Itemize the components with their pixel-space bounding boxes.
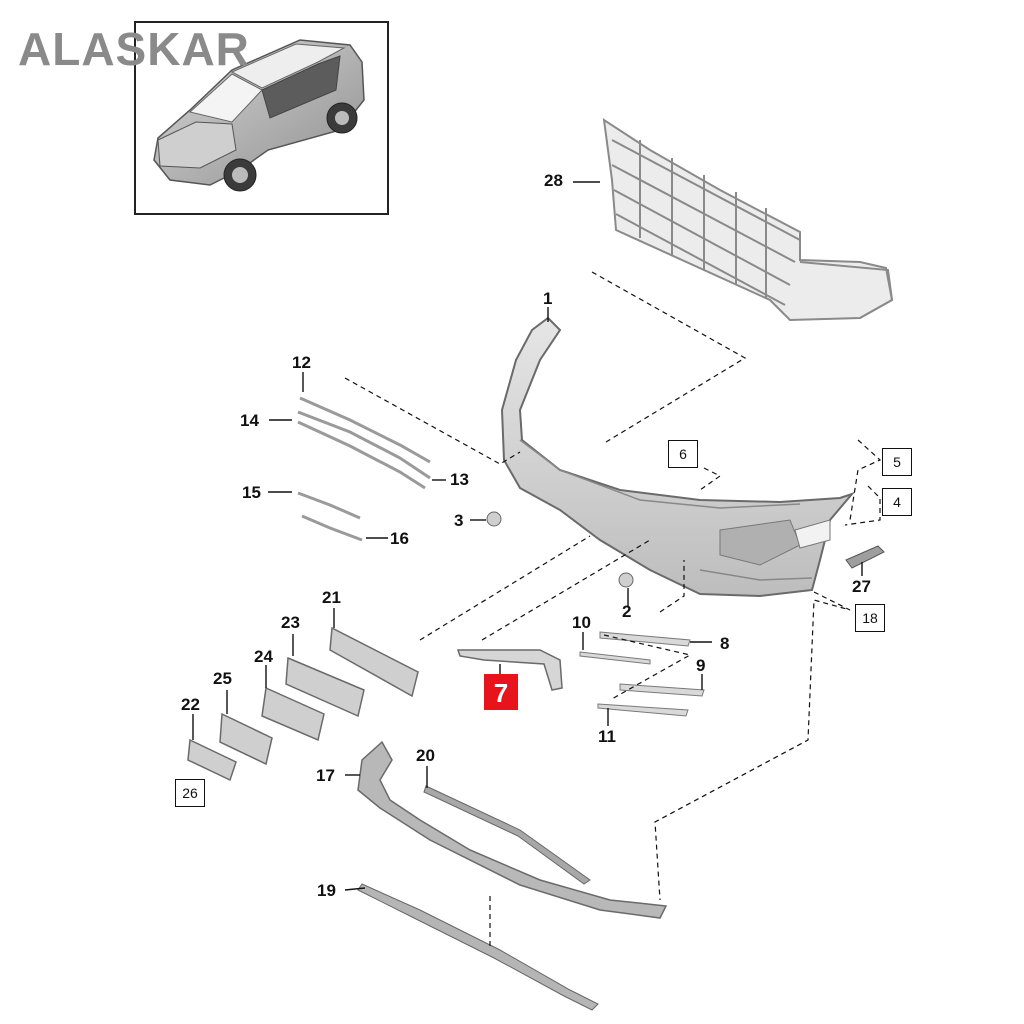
callout-3: 3: [454, 511, 464, 530]
callout-28: 28: [544, 171, 563, 190]
leader-lines: [192, 181, 863, 891]
callout-23: 23: [281, 613, 300, 632]
bracket-part-27: [845, 545, 885, 569]
callout-16: 16: [390, 529, 409, 548]
boxed-callout-4: 4: [882, 488, 912, 516]
spoiler-trim: [423, 785, 591, 885]
bumper-cover: [500, 316, 856, 598]
callout-9: 9: [696, 656, 706, 675]
boxed-callout-26: 26: [175, 779, 205, 807]
clip-parts: [486, 511, 634, 588]
side-grille-strips: [297, 491, 363, 542]
boxed-callout-5: 5: [882, 448, 912, 476]
boxed-callout-6: 6: [668, 440, 698, 468]
callout-15: 15: [242, 483, 261, 502]
callout-1: 1: [543, 289, 553, 308]
connector-lines: [344, 271, 882, 946]
callout-19: 19: [317, 881, 336, 900]
grille-frame: [602, 117, 894, 322]
callout-10: 10: [572, 613, 591, 632]
callout-2: 2: [622, 602, 632, 621]
callout-12: 12: [292, 353, 311, 372]
callout-13: 13: [450, 470, 469, 489]
upper-grille-trims: [297, 396, 431, 490]
callout-27: 27: [852, 577, 871, 596]
lower-lip: [357, 883, 599, 1011]
bracket-part-7: [456, 649, 563, 691]
watermark-logo: ALASKAR: [18, 23, 250, 75]
lower-spoiler: [357, 740, 668, 919]
callout-11: 11: [598, 727, 616, 746]
small-strips: [579, 631, 705, 717]
callout-17: 17: [316, 766, 335, 785]
boxed-callout-18: 18: [855, 604, 885, 632]
callout-22: 22: [181, 695, 200, 714]
callout-24: 24: [254, 647, 273, 666]
callout-8: 8: [720, 634, 730, 653]
plate-brackets: [187, 626, 419, 782]
callout-20: 20: [416, 746, 435, 765]
callout-14: 14: [240, 411, 259, 430]
callout-21: 21: [322, 588, 341, 607]
highlighted-callout-7: 7: [484, 674, 518, 710]
callout-25: 25: [213, 669, 232, 688]
